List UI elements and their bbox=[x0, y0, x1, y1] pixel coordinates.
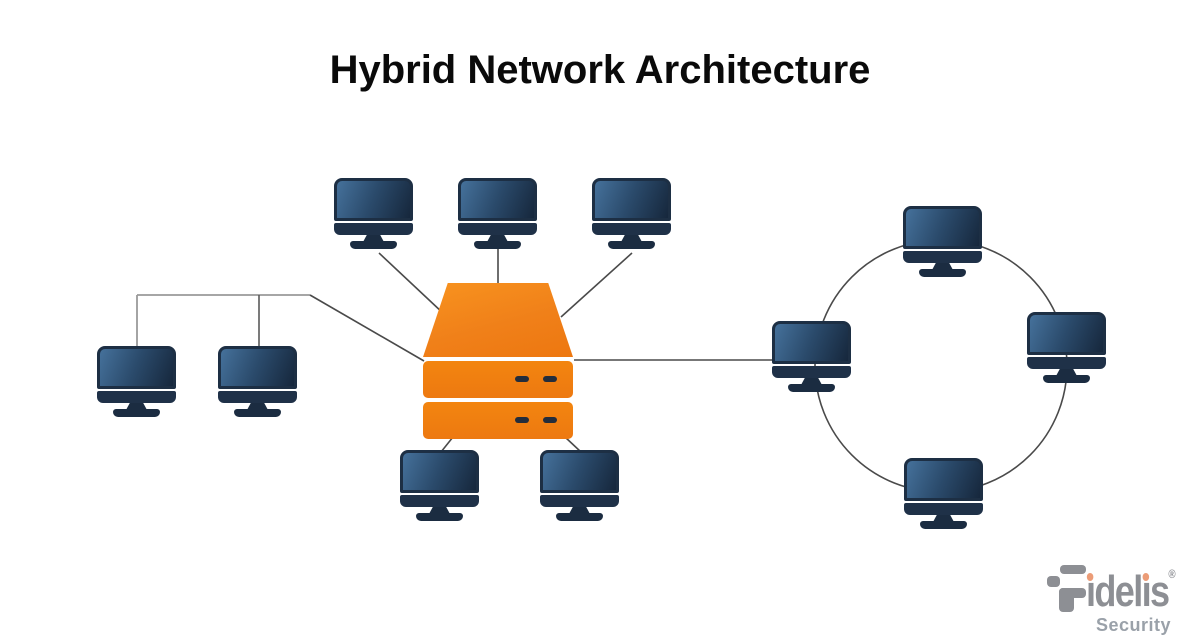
monitor-stand-base bbox=[234, 409, 281, 417]
letter-i1: ı bbox=[1086, 567, 1096, 616]
server-rack-unit-2 bbox=[423, 402, 573, 439]
monitor-screen bbox=[772, 321, 851, 364]
monitor-screen bbox=[334, 178, 413, 221]
ring-workstation-bottom bbox=[904, 458, 983, 529]
star-workstation-top-left bbox=[334, 178, 413, 249]
server-port-icon bbox=[515, 417, 529, 423]
monitor-stand-base bbox=[919, 269, 966, 277]
monitor-bezel bbox=[1027, 357, 1106, 369]
star-workstation-top-center bbox=[458, 178, 537, 249]
bus-workstation-2 bbox=[218, 346, 297, 417]
monitor-stand-neck bbox=[247, 403, 268, 410]
letter-s: s bbox=[1149, 567, 1170, 616]
monitor-stand-neck bbox=[487, 235, 508, 242]
server-port-icon bbox=[515, 376, 529, 382]
monitor-stand-neck bbox=[621, 235, 642, 242]
orange-i-dot bbox=[1142, 573, 1150, 581]
central-server-hub bbox=[423, 283, 573, 439]
ring-workstation-right bbox=[1027, 312, 1106, 383]
diagram-title: Hybrid Network Architecture bbox=[329, 48, 871, 92]
monitor-bezel bbox=[540, 495, 619, 507]
monitor-bezel bbox=[400, 495, 479, 507]
monitor-stand-neck bbox=[801, 378, 822, 385]
server-port-icon bbox=[543, 417, 557, 423]
monitor-stand-base bbox=[350, 241, 397, 249]
server-port-icon bbox=[543, 376, 557, 382]
monitor-bezel bbox=[904, 503, 983, 515]
registered-mark: ® bbox=[1168, 567, 1176, 581]
monitor-bezel bbox=[458, 223, 537, 235]
monitor-screen bbox=[903, 206, 982, 249]
monitor-bezel bbox=[97, 391, 176, 403]
bus-workstation-1 bbox=[97, 346, 176, 417]
link-hub-bottom-left bbox=[440, 436, 454, 453]
monitor-screen bbox=[458, 178, 537, 221]
monitor-stand-neck bbox=[569, 507, 590, 514]
server-top-icon bbox=[423, 283, 573, 357]
monitor-screen bbox=[592, 178, 671, 221]
monitor-stand-base bbox=[113, 409, 160, 417]
monitor-screen bbox=[218, 346, 297, 389]
letter-i2: ı bbox=[1141, 567, 1152, 616]
ring-workstation-left bbox=[772, 321, 851, 392]
monitor-bezel bbox=[772, 366, 851, 378]
link-hub-top-left bbox=[378, 252, 445, 315]
link-hub-bottom-right bbox=[564, 436, 582, 453]
monitor-screen bbox=[97, 346, 176, 389]
letters-del: del bbox=[1094, 567, 1143, 616]
monitor-stand-neck bbox=[932, 263, 953, 270]
monitor-screen bbox=[1027, 312, 1106, 355]
star-workstation-top-right bbox=[592, 178, 671, 249]
monitor-stand-base bbox=[474, 241, 521, 249]
star-workstation-bottom-left bbox=[400, 450, 479, 521]
monitor-stand-neck bbox=[933, 515, 954, 522]
monitor-screen bbox=[400, 450, 479, 493]
monitor-stand-neck bbox=[1056, 369, 1077, 376]
monitor-bezel bbox=[903, 251, 982, 263]
orange-i-dot bbox=[1086, 573, 1094, 581]
monitor-bezel bbox=[218, 391, 297, 403]
monitor-stand-base bbox=[788, 384, 835, 392]
monitor-stand-base bbox=[608, 241, 655, 249]
monitor-bezel bbox=[592, 223, 671, 235]
monitor-stand-neck bbox=[363, 235, 384, 242]
link-bus-to-hub bbox=[309, 294, 425, 362]
monitor-stand-base bbox=[416, 513, 463, 521]
star-workstation-bottom-right bbox=[540, 450, 619, 521]
server-rack-unit-1 bbox=[423, 361, 573, 398]
fidelis-f-glyph bbox=[1047, 565, 1087, 612]
ring-workstation-top bbox=[903, 206, 982, 277]
monitor-stand-neck bbox=[126, 403, 147, 410]
monitor-stand-base bbox=[556, 513, 603, 521]
monitor-stand-neck bbox=[429, 507, 450, 514]
monitor-screen bbox=[904, 458, 983, 501]
link-hub-top-right bbox=[560, 252, 633, 318]
monitor-screen bbox=[540, 450, 619, 493]
logo-tagline: Security bbox=[1095, 615, 1171, 635]
monitor-stand-base bbox=[920, 521, 967, 529]
monitor-bezel bbox=[334, 223, 413, 235]
monitor-stand-base bbox=[1043, 375, 1090, 383]
